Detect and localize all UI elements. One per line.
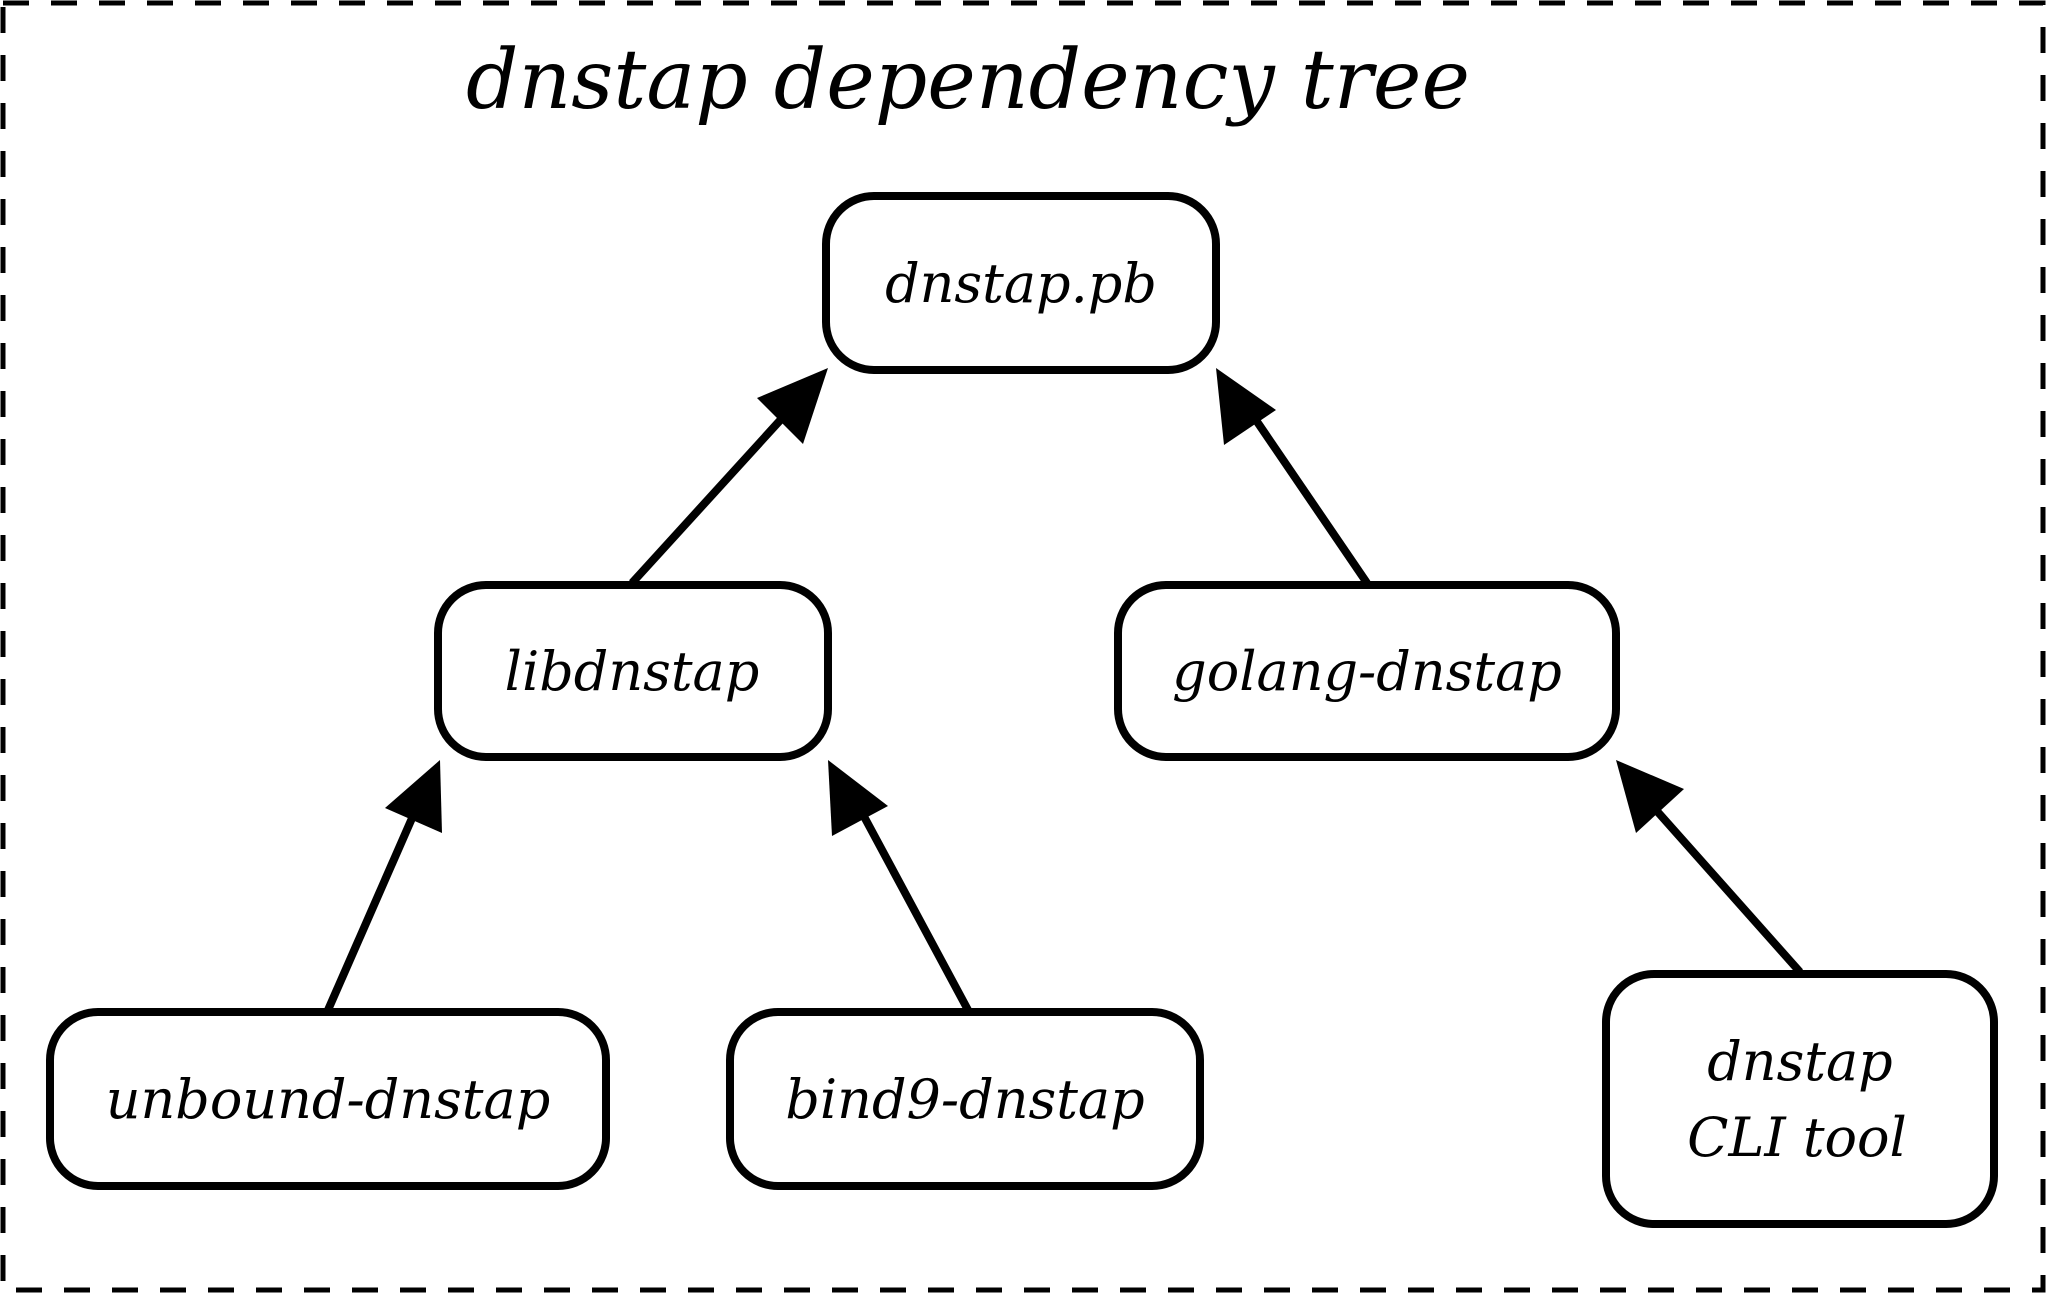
node-bind9-dnstap: bind9-dnstap — [726, 1008, 1204, 1190]
node-dnstap-cli-tool: dnstap CLI tool — [1602, 970, 1998, 1228]
node-label-dnstap-pb: dnstap.pb — [885, 252, 1157, 315]
edge-unbound-dnstap-to-libdnstap — [324, 760, 442, 1012]
node-label-unbound-dnstap: unbound-dnstap — [106, 1068, 551, 1131]
edge-dnstap-cli-to-golang-dnstap — [1616, 760, 1803, 975]
node-golang-dnstap: golang-dnstap — [1114, 581, 1620, 761]
node-label-golang-dnstap: golang-dnstap — [1172, 640, 1562, 703]
node-libdnstap: libdnstap — [434, 581, 832, 761]
node-label-dnstap-cli-line1: dnstap — [1707, 1030, 1893, 1093]
node-dnstap-pb: dnstap.pb — [822, 192, 1220, 374]
node-label-libdnstap: libdnstap — [505, 640, 760, 703]
node-label-dnstap-cli-line2: CLI tool — [1687, 1106, 1907, 1169]
edge-golang-dnstap-to-dnstap-pb — [1216, 368, 1371, 586]
edge-bind9-dnstap-to-libdnstap — [828, 760, 972, 1012]
edge-libdnstap-to-dnstap-pb — [629, 368, 828, 586]
node-unbound-dnstap: unbound-dnstap — [46, 1008, 610, 1190]
diagram-title: dnstap dependency tree — [466, 33, 1470, 128]
node-label-bind9-dnstap: bind9-dnstap — [785, 1068, 1144, 1131]
